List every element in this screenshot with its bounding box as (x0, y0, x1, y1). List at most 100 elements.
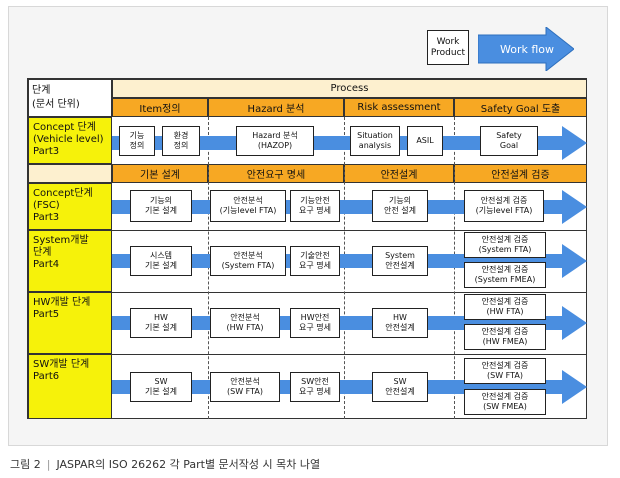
box-line: 안전분석 (233, 251, 263, 260)
work-product-box: 안전설계 검증 (SW FTA) (464, 358, 546, 384)
row-divider (112, 292, 587, 293)
phase-safety-goal: Safety Goal 도출 (454, 98, 587, 117)
work-product-box: Situation analysis (350, 126, 400, 156)
work-product-box: Hazard 분석 (HAZOP) (236, 126, 314, 156)
box-line: 안전분석 (230, 377, 260, 386)
stage-line: Part3 (33, 146, 60, 157)
work-product-box: 안전분석 (HW FTA) (210, 308, 280, 338)
box-line: Situation (357, 131, 393, 140)
caption-text: JASPAR의 ISO 26262 각 Part별 문서작성 시 목차 나열 (56, 458, 321, 471)
stage-hw: HW개발 단계 Part5 (28, 292, 112, 354)
phase-item-definition: Item정의 (112, 98, 208, 117)
box-line: 요구 명세 (299, 261, 331, 270)
work-product-legend-box: Work Product (427, 30, 469, 65)
stage-line: Part4 (33, 259, 60, 270)
box-line: 안전분석 (230, 313, 260, 322)
box-line: 안전설계 검증 (481, 392, 529, 401)
box-line: (HW FTA) (486, 307, 524, 316)
work-product-box: HW 안전설계 (372, 308, 428, 338)
box-line: System (385, 251, 415, 260)
work-product-box: 안전설계 검증 (System FMEA) (464, 262, 546, 288)
box-line: 안전분석 (233, 196, 263, 205)
box-line: (기능level FTA) (475, 206, 533, 215)
box-line: (SW FTA) (227, 387, 263, 396)
box-line: 기본 설계 (145, 261, 177, 270)
caption-separator: | (46, 458, 51, 471)
box-line: 기본 설계 (145, 387, 177, 396)
box-line: 기능안전 (300, 196, 330, 205)
work-product-box: 안전설계 검증 (HW FMEA) (464, 324, 546, 350)
box-line: 안전설계 검증 (480, 196, 528, 205)
box-line: 환경 (173, 131, 189, 140)
box-line: SW (393, 377, 407, 386)
stage-line: SW개발 단계 (33, 359, 90, 370)
work-product-box: 안전분석 (System FTA) (210, 246, 286, 276)
box-line: 기능 (129, 131, 145, 140)
stage-system: System개발 단계 Part4 (28, 230, 112, 292)
row-divider (112, 230, 587, 231)
box-line: 기술안전 (300, 251, 330, 260)
work-product-box: HW 기본 설계 (130, 308, 192, 338)
stage-header: 단계 (문서 단위) (28, 79, 112, 117)
stage-line: System개발 (33, 235, 89, 246)
work-product-box: 시스템 기본 설계 (130, 246, 192, 276)
box-line: 기본 설계 (145, 323, 177, 332)
work-flow-label: Work flow (499, 42, 554, 56)
box-line: 기능의 (149, 196, 173, 205)
box-line: HW (393, 313, 407, 322)
phase-safety-verification: 안전설계 검증 (454, 164, 587, 183)
box-line: (SW FTA) (487, 371, 523, 380)
box-line: 안전설계 (385, 261, 415, 270)
stage-header-line1: 단계 (32, 85, 51, 96)
work-product-box: Safety Goal (480, 126, 538, 156)
box-line: HW안전 (300, 313, 330, 322)
box-line: (HW FTA) (226, 323, 264, 332)
work-product-box: HW안전 요구 명세 (290, 308, 340, 338)
box-line: 안전설계 검증 (481, 265, 529, 274)
stage-line: (Vehicle level) (33, 134, 104, 145)
box-line: analysis (358, 141, 392, 150)
work-product-box: 기능의 안전 설계 (372, 190, 428, 222)
work-product-box: ASIL (407, 126, 443, 156)
box-line: Safety (496, 131, 522, 140)
row1-flow-arrow-icon (112, 126, 587, 160)
work-product-box: 안전설계 검증 (HW FTA) (464, 294, 546, 320)
stage-header-line2: (문서 단위) (32, 99, 80, 110)
row5-flow-arrow-icon (112, 370, 587, 404)
stage-line: HW개발 단계 (33, 297, 91, 308)
stage-line: (FSC) (33, 200, 60, 211)
box-line: 안전설계 검증 (481, 297, 529, 306)
box-line: Goal (499, 141, 519, 150)
box-line: (SW FMEA) (483, 402, 527, 411)
box-line: 시스템 (149, 251, 173, 260)
stage-line: Part5 (33, 309, 60, 320)
work-product-box: SW안전 요구 명세 (290, 372, 340, 402)
box-line: SW (154, 377, 168, 386)
work-product-line1: Work (436, 36, 460, 47)
box-line: 요구 명세 (299, 206, 331, 215)
box-line: (System FMEA) (474, 275, 536, 284)
box-line: 요구 명세 (299, 323, 331, 332)
box-line: (System FTA) (478, 245, 532, 254)
phase-hazard-analysis: Hazard 분석 (208, 98, 344, 117)
box-line: Hazard 분석 (252, 131, 298, 140)
row4-flow-arrow-icon (112, 306, 587, 340)
work-flow-arrow-icon (478, 27, 574, 71)
work-product-box: SW 안전설계 (372, 372, 428, 402)
work-product-box: 기능안전 요구 명세 (290, 190, 340, 222)
box-line: (HAZOP) (257, 141, 293, 150)
box-line: 기능의 (388, 196, 412, 205)
work-product-box: SW 기본 설계 (130, 372, 192, 402)
box-line: ASIL (416, 136, 434, 145)
phase-basic-design: 기본 설계 (112, 164, 208, 183)
box-line: 정의 (129, 141, 145, 150)
work-product-box: 안전설계 검증 (SW FMEA) (464, 389, 546, 415)
work-product-box: 안전분석 (기능level FTA) (210, 190, 286, 222)
figure-caption: 그림 2|JASPAR의 ISO 26262 각 Part별 문서작성 시 목차… (10, 456, 320, 472)
stage-line: Part6 (33, 371, 60, 382)
work-product-box: 안전설계 검증 (System FTA) (464, 232, 546, 258)
work-product-box: 안전분석 (SW FTA) (210, 372, 280, 402)
stage-line: Part3 (33, 212, 60, 223)
work-product-box: 안전설계 검증 (기능level FTA) (464, 190, 544, 222)
stage-concept-fsc: Concept단계 (FSC) Part3 (28, 183, 112, 230)
